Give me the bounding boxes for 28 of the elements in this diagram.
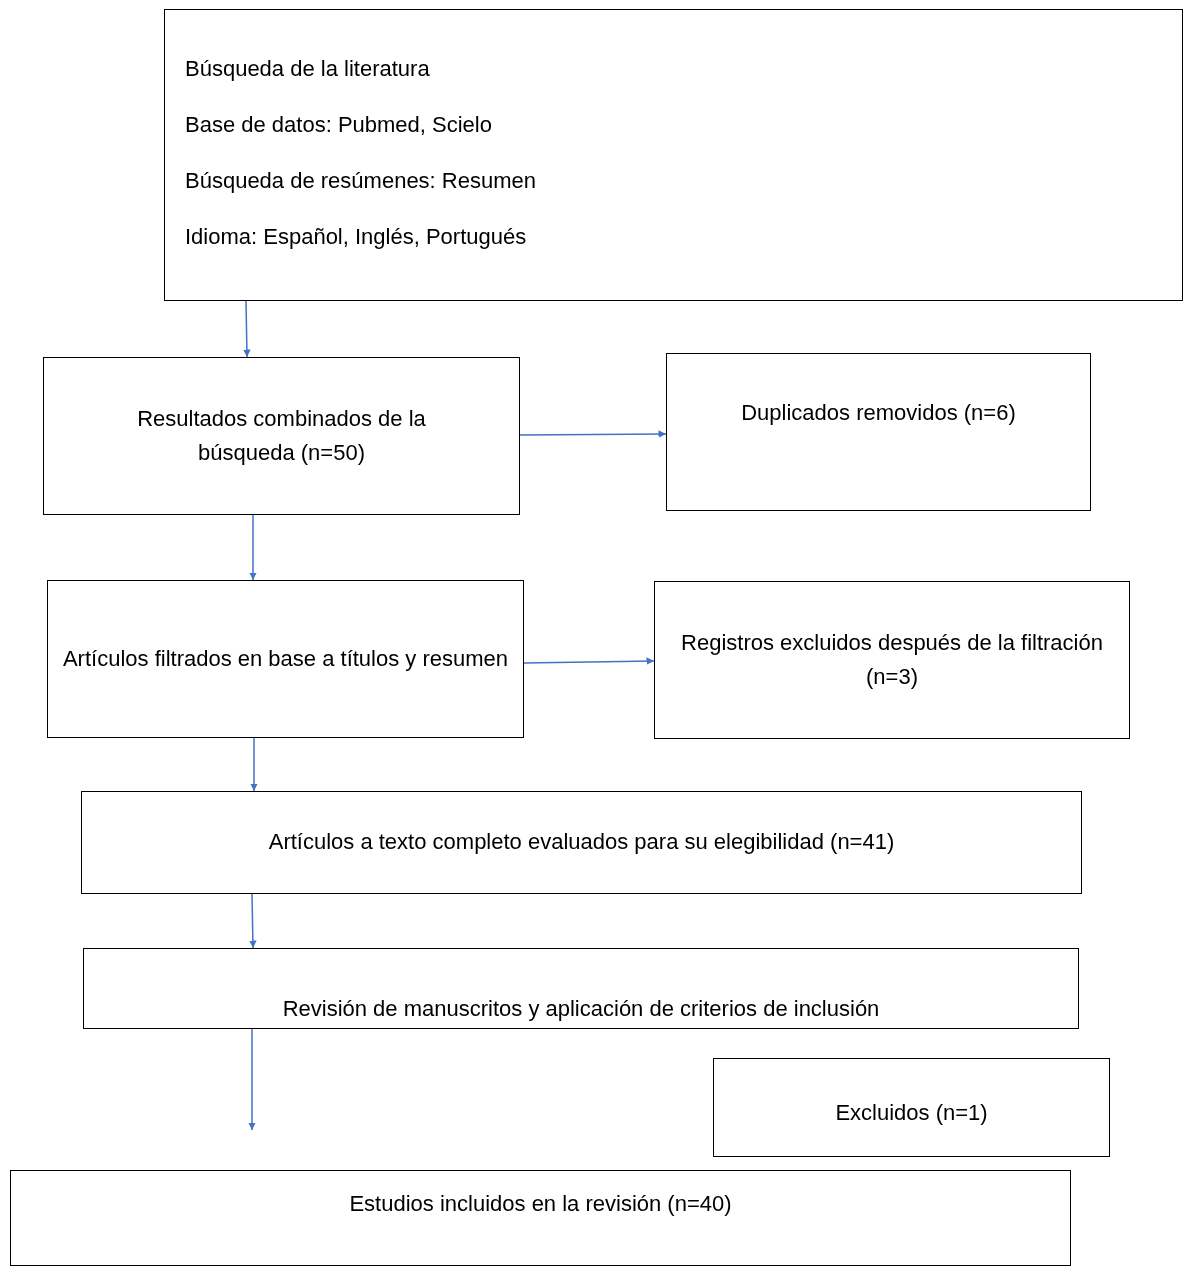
arrow bbox=[249, 514, 257, 581]
box-text: Resultados combinados de la búsqueda (n=50) bbox=[136, 404, 427, 467]
process-box bbox=[81, 791, 1082, 894]
box-text: Registros excluidos después de la filtración (n=3) bbox=[680, 628, 1104, 691]
box-text: Artículos filtrados en base a títulos y resumen bbox=[62, 644, 509, 673]
process-box bbox=[43, 357, 520, 515]
box-text: Duplicados removidos (n=6) bbox=[740, 399, 1017, 427]
arrow bbox=[519, 430, 667, 438]
box-text: Búsqueda de la literatura bbox=[185, 55, 431, 83]
box-text: Estudios incluidos en la revisión (n=40) bbox=[348, 1189, 733, 1218]
arrow bbox=[248, 1028, 256, 1131]
process-box bbox=[10, 1170, 1071, 1266]
box-text: Revisión de manuscritos y aplicación de criterios de inclusión bbox=[281, 994, 881, 1023]
arrow bbox=[243, 300, 251, 358]
box-text: Base de datos: Pubmed, Scielo bbox=[185, 111, 493, 140]
process-box bbox=[47, 580, 524, 738]
box-text: Artículos a texto completo evaluados para su elegibilidad (n=41) bbox=[267, 828, 896, 857]
process-box bbox=[713, 1058, 1110, 1157]
process-box bbox=[654, 581, 1130, 739]
box-text: Idioma: Español, Inglés, Portugués bbox=[185, 223, 528, 252]
arrow bbox=[249, 893, 257, 949]
process-box bbox=[666, 353, 1091, 511]
box-text: Excluidos (n=1) bbox=[834, 1099, 989, 1128]
process-box bbox=[164, 9, 1183, 301]
process-box bbox=[83, 948, 1079, 1029]
arrow bbox=[250, 737, 258, 792]
box-text: Búsqueda de resúmenes: Resumen bbox=[185, 167, 537, 196]
arrow bbox=[523, 657, 655, 665]
